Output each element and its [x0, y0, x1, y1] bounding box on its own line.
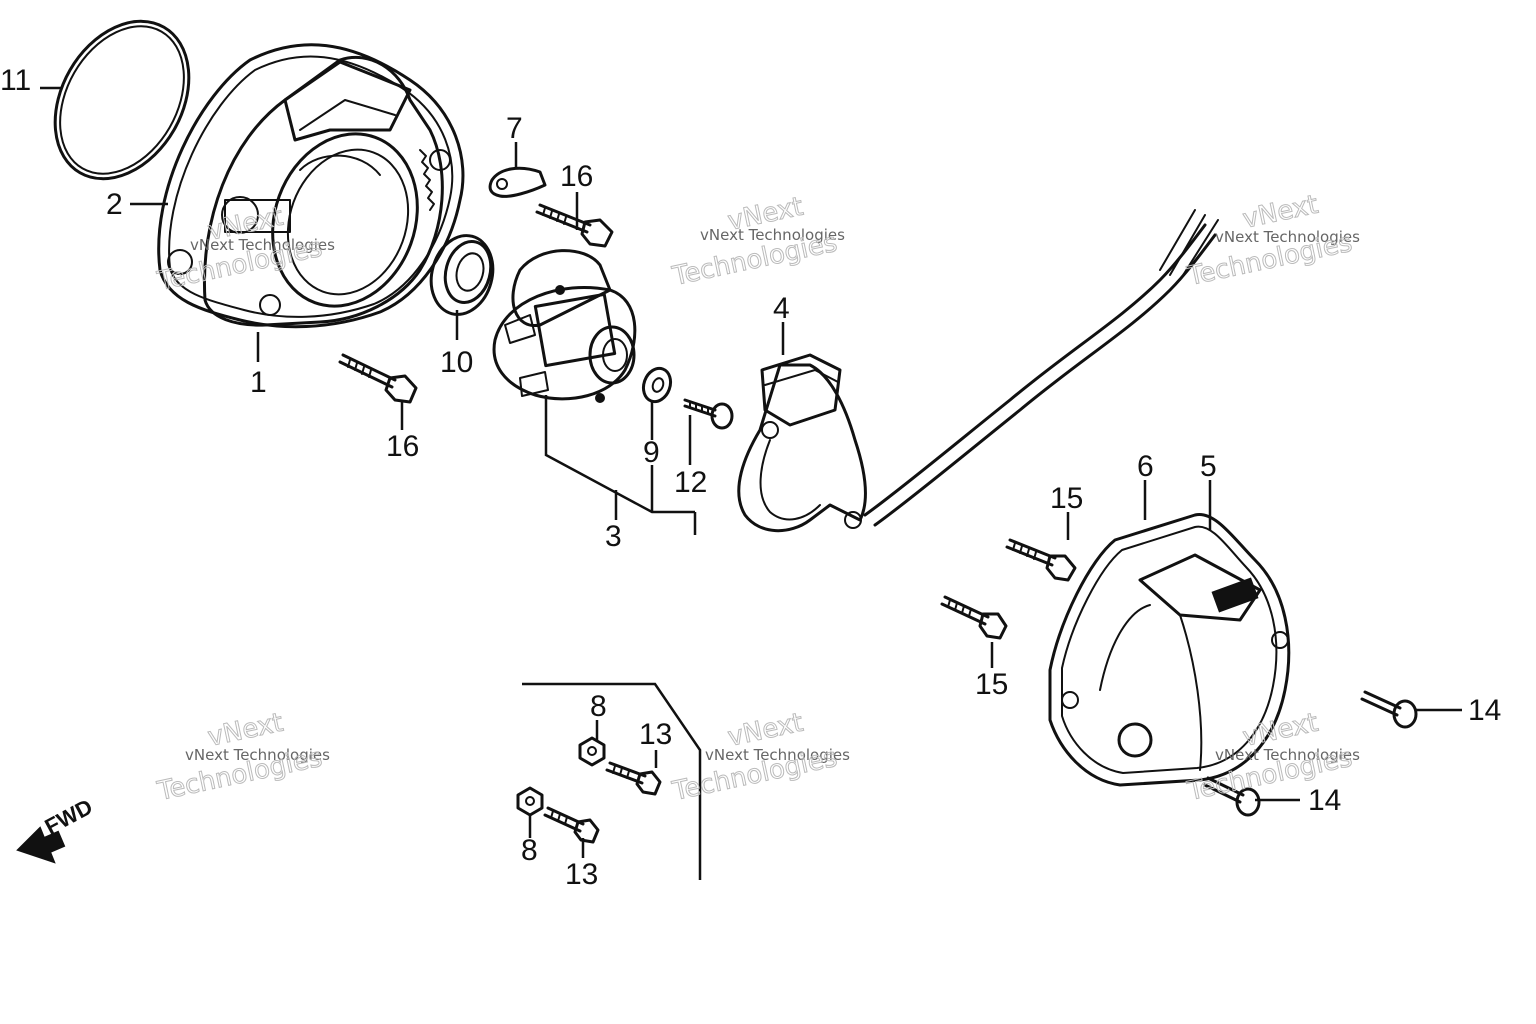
- fwd-arrow-icon: [16, 826, 66, 864]
- stator-plate-part-4: [737, 209, 1219, 533]
- label-part-7: 7: [506, 112, 523, 145]
- label-part-15-upper: 15: [1050, 482, 1083, 515]
- watermark-bottom-middle: vNext vNext Technologies Technologies: [669, 707, 850, 807]
- part-labels: 11 2 1 7 16 10 16 4 9 12 3 6 5 15 15 14 …: [0, 64, 1501, 891]
- label-part-8-lower: 8: [521, 834, 538, 867]
- clamp-part-7: [488, 166, 547, 198]
- label-part-15-lower: 15: [975, 668, 1008, 701]
- washer-part-9: [641, 366, 673, 404]
- bolt-part-14-lower: [1203, 776, 1261, 817]
- label-part-3: 3: [605, 520, 622, 553]
- bolt-part-16-upper: [535, 203, 614, 248]
- pulser-assembly-part-3: [492, 249, 637, 403]
- label-part-16-upper: 16: [560, 160, 593, 193]
- bolt-part-14-upper: [1360, 690, 1418, 729]
- watermark-small-1: vNext Technologies: [190, 236, 335, 254]
- watermark-bottom-left: vNext vNext Technologies Technologies: [154, 707, 330, 807]
- oil-seal-part-10: [429, 234, 495, 316]
- leader-lines: [40, 86, 1462, 880]
- label-part-13-lower: 13: [565, 858, 598, 891]
- label-part-11: 11: [0, 64, 31, 97]
- watermark-top-middle: vNext vNext Technologies Technologies: [669, 191, 845, 292]
- bolt-part-13-upper: [605, 761, 662, 796]
- label-part-14-upper: 14: [1468, 694, 1501, 727]
- label-part-12: 12: [674, 466, 707, 499]
- screw-part-12: [683, 398, 734, 430]
- bolt-part-13-lower: [543, 806, 600, 844]
- label-part-14-lower: 14: [1308, 784, 1341, 817]
- bolt-part-15-lower: [940, 595, 1008, 640]
- watermark-small-4: vNext Technologies: [185, 746, 330, 764]
- watermark-small-2: vNext Technologies: [700, 226, 845, 244]
- label-part-13-upper: 13: [639, 718, 672, 751]
- label-part-1: 1: [250, 366, 267, 399]
- label-part-10: 10: [440, 346, 473, 379]
- bolt-part-16-lower: [338, 353, 418, 404]
- label-part-9: 9: [643, 436, 660, 469]
- watermark-small-5: vNext Technologies: [705, 746, 850, 764]
- label-part-8-upper: 8: [590, 690, 607, 723]
- label-part-16-lower: 16: [386, 430, 419, 463]
- nut-part-8-lower: [516, 786, 544, 817]
- forward-direction-indicator: FWD: [16, 794, 97, 864]
- label-part-6: 6: [1137, 450, 1154, 483]
- label-part-5: 5: [1200, 450, 1217, 483]
- fwd-label: FWD: [41, 794, 97, 840]
- label-part-2: 2: [106, 188, 123, 221]
- watermark-small-3: vNext Technologies: [1215, 228, 1360, 246]
- nut-part-8-upper: [578, 736, 606, 767]
- label-part-4: 4: [773, 292, 790, 325]
- bolt-part-15-upper: [1005, 538, 1077, 582]
- generator-housing-part-1: [157, 43, 465, 329]
- watermark-small-6: vNext Technologies: [1215, 746, 1360, 764]
- generator-cover-part-5: [1048, 513, 1291, 787]
- o-ring-part-11: [53, 19, 191, 181]
